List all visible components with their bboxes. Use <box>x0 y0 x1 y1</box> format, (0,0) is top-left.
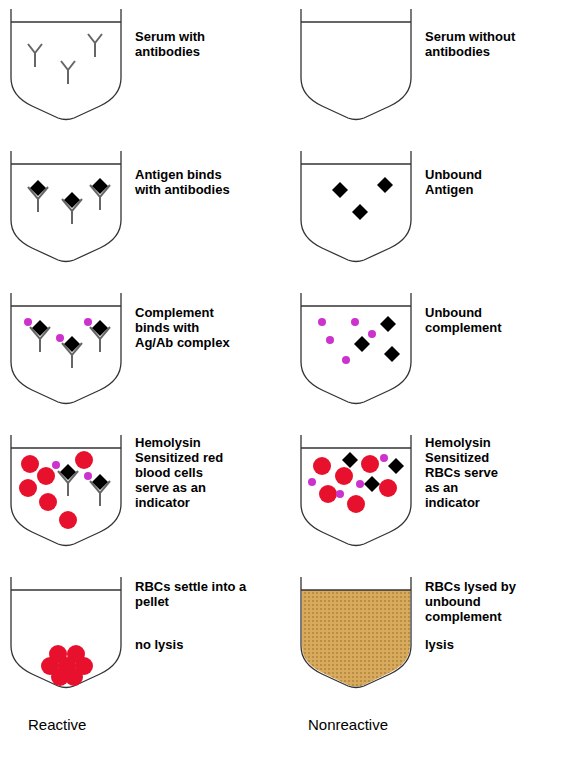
complement <box>342 356 350 364</box>
step-description: RBCs lysed by unbound complement <box>425 580 535 625</box>
step-description: Serum with antibodies <box>135 30 230 60</box>
antibody <box>88 34 102 57</box>
complement <box>351 318 359 326</box>
antigen-antibody-complex <box>90 474 110 506</box>
antigen <box>352 204 368 220</box>
red-blood-cell <box>313 457 331 475</box>
antigen-antibody-complex <box>30 320 50 352</box>
tube-outline <box>11 577 121 688</box>
result-note: no lysis <box>135 638 255 653</box>
step-description: Antigen binds with antibodies <box>135 168 250 198</box>
test-tube <box>11 577 121 688</box>
tube-outline <box>11 435 121 546</box>
antigen <box>377 177 393 193</box>
red-blood-cell <box>75 451 93 469</box>
complement <box>356 480 364 488</box>
test-tube <box>11 435 121 546</box>
antigen-antibody-complex <box>90 178 110 210</box>
red-blood-cell <box>379 479 397 497</box>
complement <box>308 478 316 486</box>
red-blood-cell <box>37 467 55 485</box>
tube-outline <box>301 151 411 262</box>
step-description: Hemolysin Sensitized red blood cells ser… <box>135 436 240 511</box>
step-description: Unbound complement <box>425 306 520 336</box>
complement <box>56 334 64 342</box>
antigen-antibody-complex <box>58 464 78 496</box>
step-description: Serum without antibodies <box>425 30 535 60</box>
antigen <box>332 182 348 198</box>
test-tube <box>301 293 411 404</box>
antigen-antibody-complex <box>90 320 110 352</box>
complement <box>368 330 376 338</box>
red-blood-cell <box>39 493 57 511</box>
red-blood-cell <box>361 455 379 473</box>
step-description: Complement binds with Ag/Ab complex <box>135 306 240 351</box>
tube-outline <box>301 435 411 546</box>
antibody <box>28 44 42 67</box>
column-label: Reactive <box>28 716 86 733</box>
step-description: Unbound Antigen <box>425 168 505 198</box>
test-tube <box>11 9 121 120</box>
antigen <box>388 458 404 474</box>
complement <box>318 318 326 326</box>
antigen <box>384 346 400 362</box>
antigen <box>380 316 396 332</box>
tube-outline <box>11 293 121 404</box>
step-description: Hemolysin Sensitized RBCs serve as an in… <box>425 436 507 511</box>
complement <box>336 490 344 498</box>
complement <box>52 461 60 469</box>
red-blood-cell <box>335 467 353 485</box>
tube-outline <box>301 293 411 404</box>
antigen <box>364 476 380 492</box>
test-tube <box>11 293 121 404</box>
test-tube <box>11 151 121 262</box>
red-blood-cell <box>65 668 83 686</box>
complement <box>24 318 32 326</box>
antigen <box>354 336 370 352</box>
test-tube <box>301 151 411 262</box>
complement <box>380 454 388 462</box>
antigen <box>342 452 358 468</box>
antigen-antibody-complex <box>28 180 48 212</box>
tube-outline <box>11 9 121 120</box>
test-tube <box>301 435 411 546</box>
step-description: RBCs settle into a pellet <box>135 580 255 610</box>
tube-outline <box>301 9 411 120</box>
tube-outline <box>11 151 121 262</box>
result-note: lysis <box>425 638 535 653</box>
test-tube <box>301 9 411 120</box>
tube-outline <box>301 577 411 688</box>
antigen-antibody-complex <box>62 336 82 368</box>
column-label: Nonreactive <box>308 716 388 733</box>
complement <box>84 472 92 480</box>
red-blood-cell <box>19 479 37 497</box>
red-blood-cell <box>319 485 337 503</box>
antigen-antibody-complex <box>62 192 82 224</box>
antibody <box>61 61 75 84</box>
red-blood-cell <box>21 455 39 473</box>
complement <box>326 336 334 344</box>
complement <box>84 318 92 326</box>
red-blood-cell <box>59 511 77 529</box>
test-tube <box>301 577 411 688</box>
red-blood-cell <box>347 495 365 513</box>
